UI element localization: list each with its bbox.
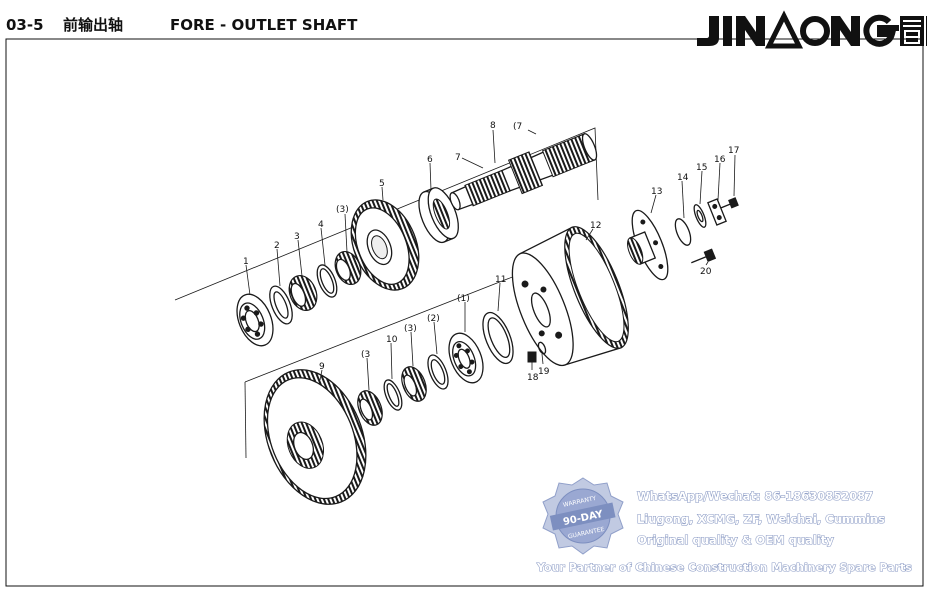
part-3-lower-needle-bearing [357, 390, 383, 426]
part-12-drum [511, 226, 629, 367]
part-16-lock-plate [707, 198, 727, 226]
part-19-washer [537, 341, 547, 355]
callout-2b: (2) [427, 314, 440, 324]
part-18-nut [527, 351, 537, 363]
callout-9: 9 [319, 362, 325, 372]
part-10-ring [383, 379, 403, 411]
warranty-badge: 90-DAY WARRANTY GUARANTEE [542, 477, 624, 555]
callout-19: 19 [538, 367, 550, 377]
title-chinese: 前输出轴 [63, 16, 123, 34]
callout-16: 16 [714, 155, 726, 165]
callout-11: 11 [495, 275, 506, 285]
watermark-contact: WhatsApp/Wechat: 86-18630852087 [637, 489, 873, 503]
callout-1b: (1) [457, 294, 470, 304]
callout-3d: (3 [361, 350, 370, 360]
callout-3b: (3) [336, 205, 349, 215]
part-3c-needle-bearing [401, 366, 427, 402]
part-8-shaft [449, 133, 598, 211]
callout-4: 4 [318, 220, 324, 230]
watermark-tagline: Your Partner of Chinese Construction Mac… [536, 561, 912, 574]
callout-7b: (7 [513, 122, 522, 132]
part-9-large-gear [263, 369, 367, 505]
callout-10: 10 [386, 335, 398, 345]
callout-1: 1 [243, 257, 249, 267]
callout-17: 17 [728, 146, 739, 156]
assembly-plane-lines [174, 127, 599, 459]
callout-6: 6 [427, 155, 433, 165]
callout-15: 15 [696, 163, 707, 173]
part-3-needle-bearing [288, 275, 318, 311]
callout-12: 12 [590, 221, 601, 231]
part-6-sleeve [418, 187, 459, 244]
part-11-ring [482, 311, 514, 365]
part-1-bearing [236, 293, 274, 347]
callout-leader-lines [245, 129, 736, 391]
watermark-brands: Liugong, XCMG, ZF, Weichai, Cummins [637, 512, 885, 526]
part-2-ring [269, 285, 293, 325]
callout-13: 13 [651, 187, 662, 197]
callout-18: 18 [527, 373, 539, 383]
watermark-quality: Original quality & OEM quality [637, 533, 834, 547]
part-17-bolt [720, 197, 739, 209]
callout-3c: (3) [404, 324, 417, 334]
title-english: FORE - OUTLET SHAFT [170, 16, 358, 34]
part-1b-bearing [448, 332, 484, 384]
part-20-bolt [691, 248, 717, 264]
callout-20: 20 [700, 267, 712, 277]
diagram-frame [5, 38, 924, 587]
callout-5: 5 [379, 179, 385, 189]
part-13-flange [627, 209, 669, 281]
callout-14: 14 [677, 173, 689, 183]
section-number: 03-5 [6, 16, 44, 34]
callout-7: 7 [455, 153, 461, 163]
part-5-gear [350, 199, 420, 291]
callout-3: 3 [294, 232, 300, 242]
part-15-washer [693, 204, 707, 228]
part-2b-ring [427, 354, 449, 390]
part-3b-needle-bearing [334, 251, 362, 285]
callout-8: 8 [490, 121, 496, 131]
callout-labels: 1 2 3 4 (3) 5 6 7 8 (7 13 14 15 16 17 12… [243, 121, 739, 383]
part-14-o-ring [674, 218, 692, 246]
callout-2: 2 [274, 241, 280, 251]
watermark-text: WhatsApp/Wechat: 86-18630852087 Liugong,… [535, 488, 912, 574]
jingong-logo [697, 10, 927, 49]
